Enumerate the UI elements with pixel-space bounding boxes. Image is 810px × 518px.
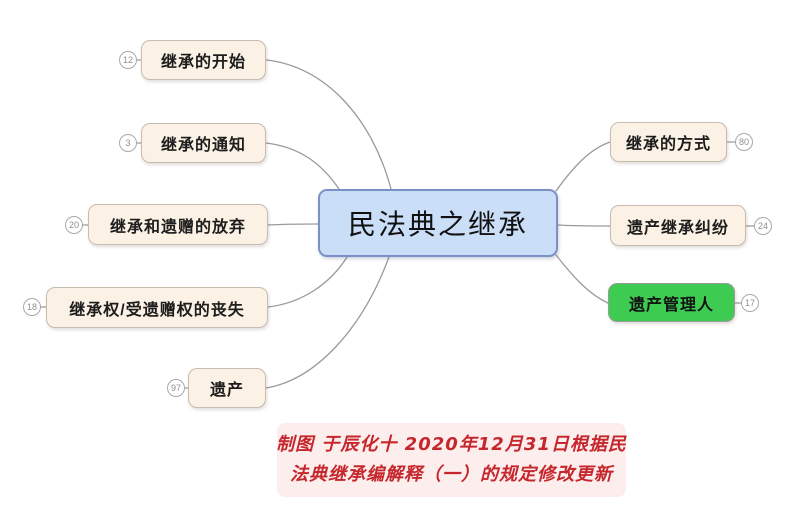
badge-start-of-inheritance[interactable]: 12 [119,51,137,69]
credit-note-line2: 法典继承编解释（一）的规定修改更新 [290,464,613,485]
badge-notice-of-inheritance[interactable]: 3 [119,134,137,152]
connector-loss [267,256,348,308]
node-renunciation[interactable]: 继承和遗赠的放弃 [88,204,268,245]
node-loss-of-right[interactable]: 继承权/受遗赠权的丧失 [46,287,268,328]
badge-renunciation[interactable]: 20 [65,216,83,234]
badge-estate[interactable]: 97 [167,379,185,397]
connector-start [265,59,392,190]
connector-administrator [555,254,609,304]
node-inheritance-dispute[interactable]: 遗产继承纠纷 [610,205,746,246]
node-start-of-inheritance[interactable]: 继承的开始 [141,40,266,80]
credit-note: 制图 于辰化十 2020年12月31日根据民 法典继承编解释（一）的规定修改更新 [276,423,627,497]
badge-inheritance-dispute[interactable]: 24 [754,217,772,235]
node-central-topic[interactable]: 民法典之继承 [318,189,558,257]
connector-dispute [557,224,611,227]
node-notice-of-inheritance[interactable]: 继承的通知 [141,123,266,163]
node-estate[interactable]: 遗产 [188,368,266,408]
badge-estate-administrator[interactable]: 17 [741,294,759,312]
connector-renounce [267,223,319,226]
node-mode-of-inheritance[interactable]: 继承的方式 [610,122,727,162]
badge-loss-of-right[interactable]: 18 [23,298,41,316]
connector-notice [265,142,340,190]
connector-estate [265,256,390,389]
credit-note-line1: 制图 于辰化十 2020年12月31日根据民 [276,434,627,455]
badge-mode-of-inheritance[interactable]: 80 [735,133,753,151]
connector-mode [555,141,611,192]
node-estate-administrator[interactable]: 遗产管理人 [608,283,735,322]
